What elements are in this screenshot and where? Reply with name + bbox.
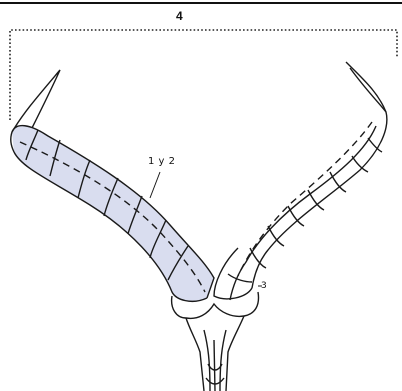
skull-base [172,292,259,391]
right-horn [214,62,387,300]
left-horn [11,70,214,302]
measurement-label: 4 [176,9,183,23]
horn-length-label: 1 y 2 [148,156,176,167]
right-horn-centerline [238,122,372,276]
measurement-bracket [10,30,397,120]
base-width-label: 3 [261,281,267,291]
label-leader-line [150,172,160,198]
